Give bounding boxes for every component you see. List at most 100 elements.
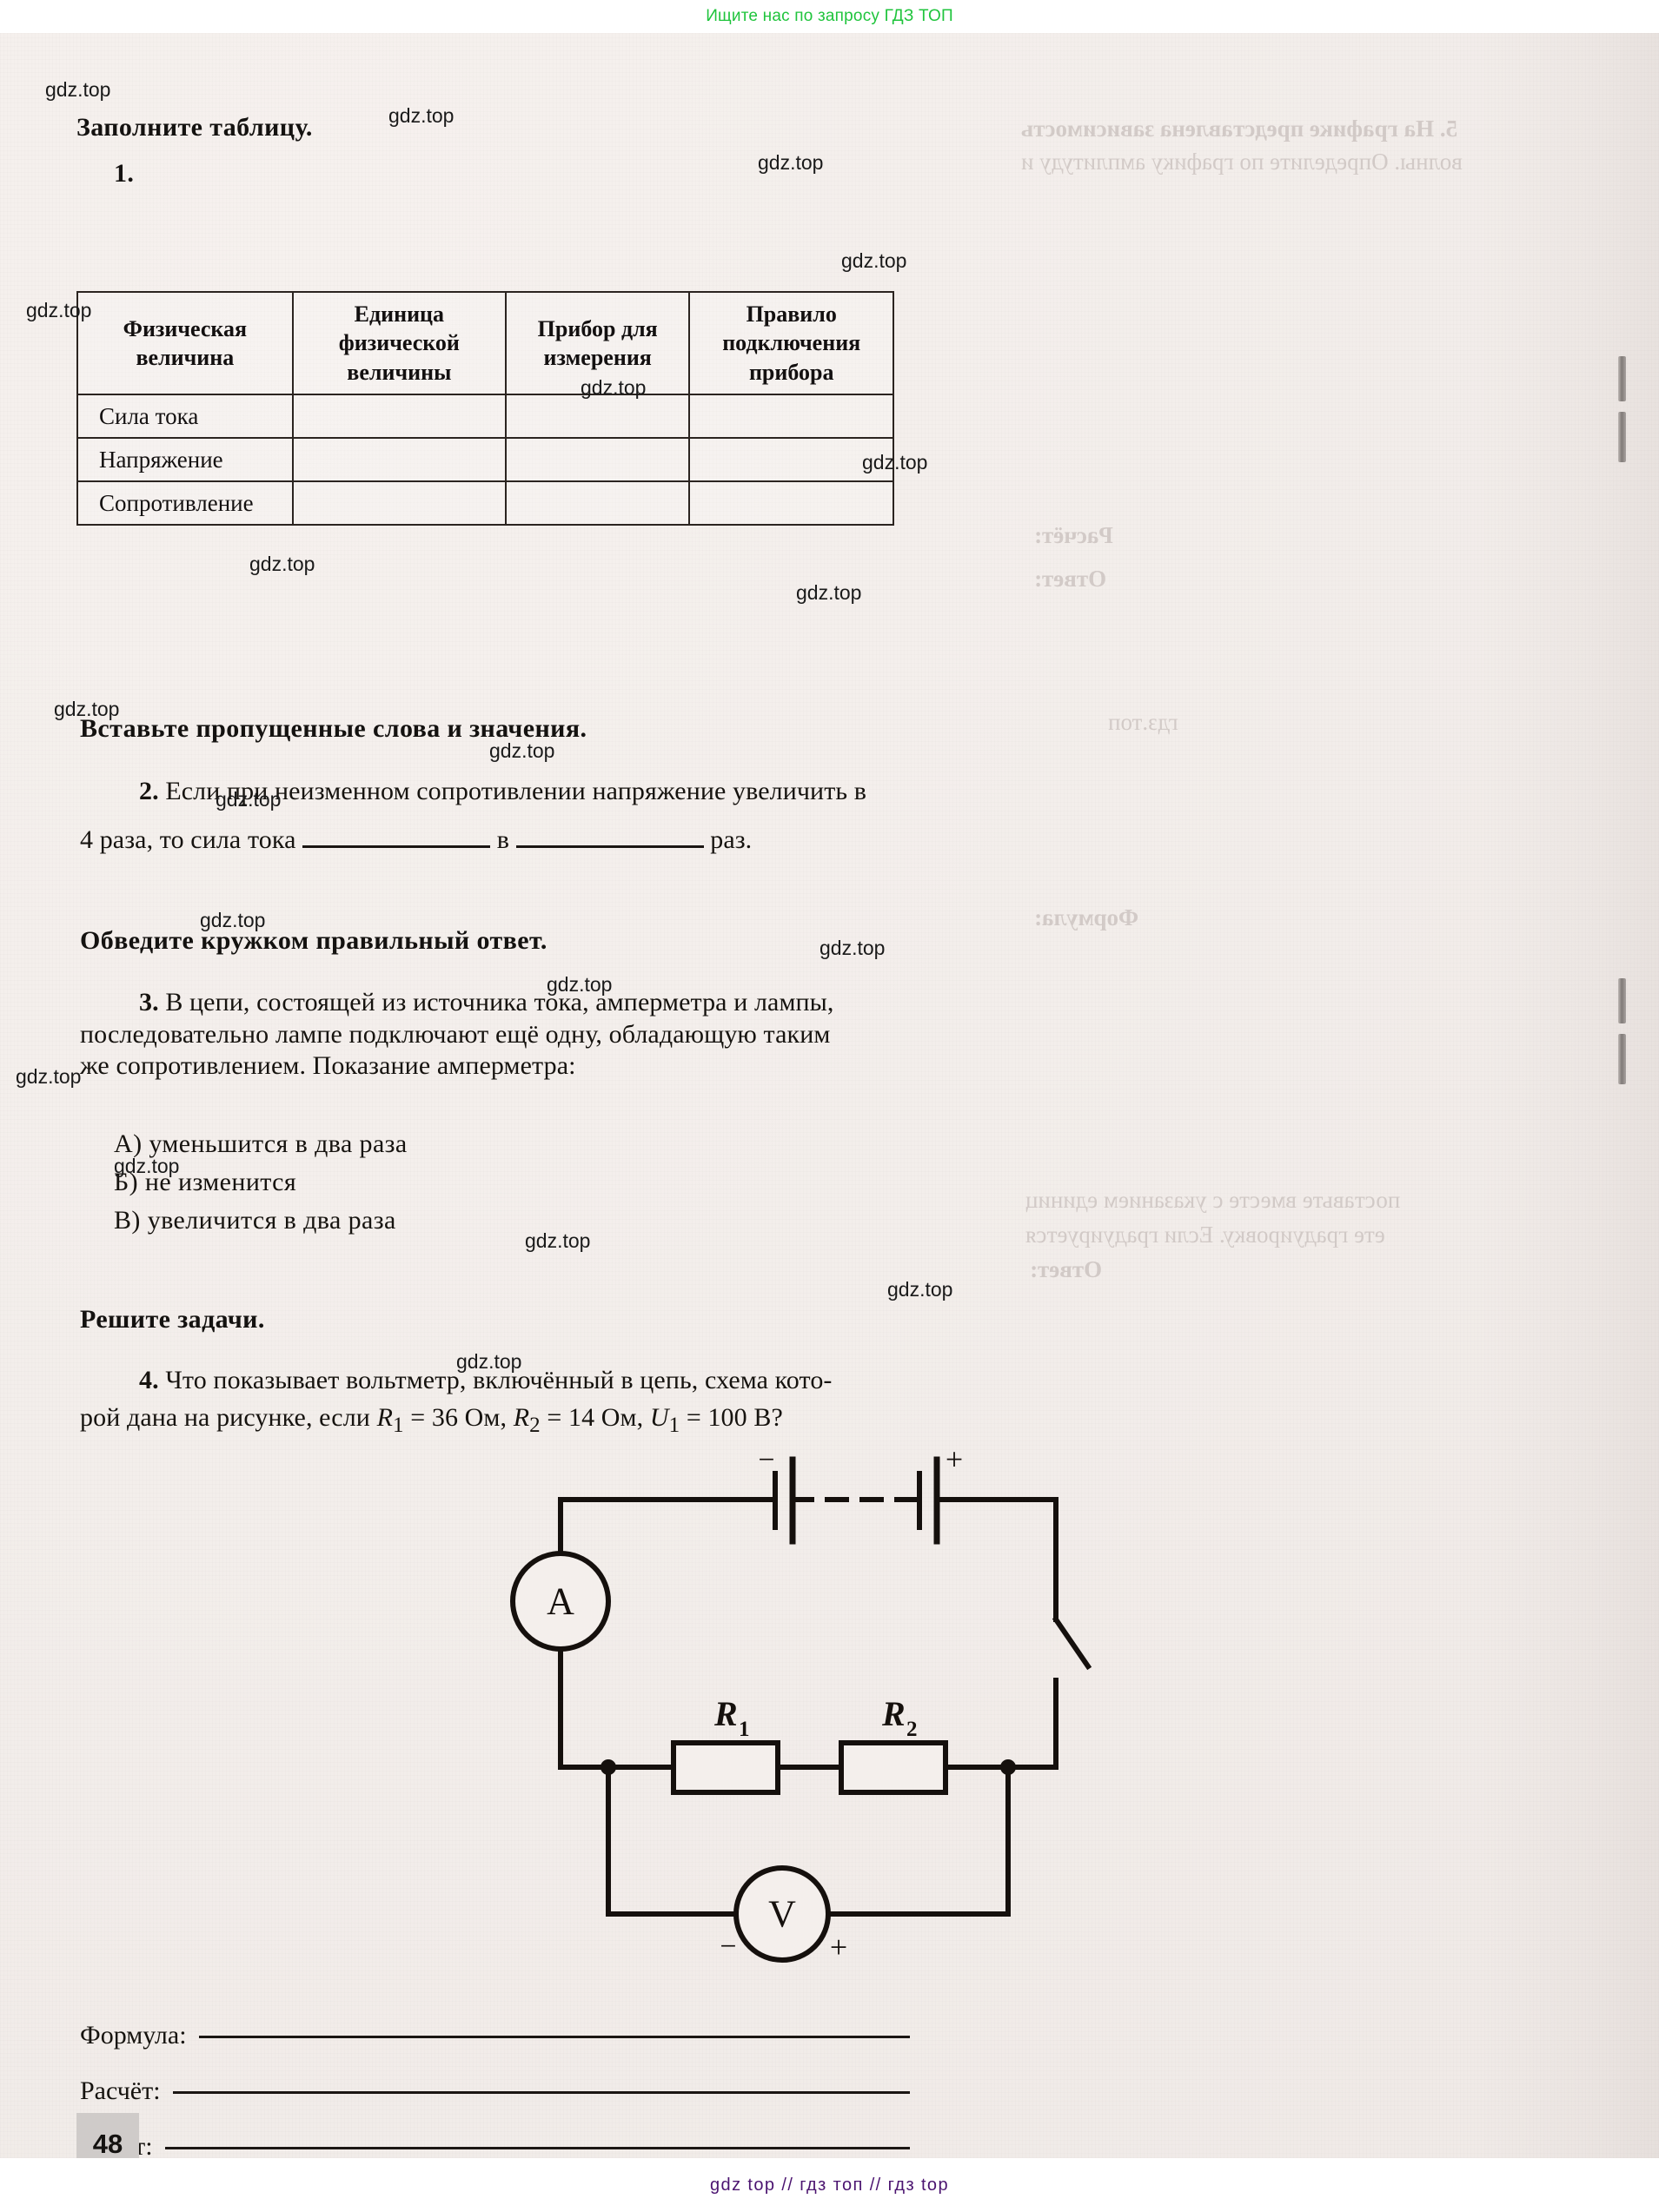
staple-mark-middle bbox=[1618, 412, 1626, 462]
task3-line3: же сопротивлением. Показание амперметра: bbox=[80, 1051, 576, 1081]
battery-plus-sign: + bbox=[946, 1449, 963, 1477]
task2-number: 2. bbox=[139, 777, 159, 805]
svg-text:1: 1 bbox=[739, 1718, 750, 1741]
staple-mark-top bbox=[1618, 356, 1626, 401]
task3-option-1[interactable]: Б) не изменится bbox=[114, 1168, 297, 1196]
resistor-r1-body bbox=[671, 1740, 780, 1795]
fill-table-heading: Заполните таблицу. bbox=[76, 113, 313, 142]
top-promo-banner: Ищите нас по запросу ГДЗ ТОП bbox=[0, 0, 1659, 33]
table-cell-empty[interactable] bbox=[504, 480, 691, 526]
table-cell-empty[interactable] bbox=[504, 394, 691, 439]
svg-text:2: 2 bbox=[906, 1718, 918, 1741]
task1-number: 1. bbox=[114, 159, 135, 188]
task4-u1-symbol: U bbox=[649, 1402, 669, 1432]
junction-dot-right bbox=[1000, 1759, 1016, 1775]
resistor-r1-label: R 1 bbox=[713, 1694, 750, 1741]
task4-r1-sub: 1 bbox=[393, 1413, 404, 1437]
task3-option-2[interactable]: В) увеличится в два раза bbox=[114, 1206, 396, 1235]
voltmeter-minus-sign: − bbox=[720, 1931, 736, 1963]
answer-field-row: Ответ: bbox=[80, 2132, 910, 2158]
task4-u1-value: = 100 В? bbox=[686, 1402, 783, 1432]
calculation-input-line[interactable] bbox=[172, 2091, 910, 2094]
task2-line2-c: раз. bbox=[710, 825, 753, 854]
task2-blank-2[interactable] bbox=[515, 822, 704, 848]
physical-quantities-table: Физическая величина Единица физической в… bbox=[76, 291, 894, 526]
table-row: Напряжение bbox=[76, 437, 894, 482]
staple-mark-lower bbox=[1618, 978, 1626, 1023]
task2-line2-a: 4 раза, то сила тока bbox=[80, 825, 296, 854]
table-header-quantity: Физическая величина bbox=[76, 291, 294, 395]
table-cell-empty[interactable] bbox=[688, 437, 894, 482]
table-row-label: Сила тока bbox=[76, 394, 294, 439]
task4-r1-symbol: R bbox=[376, 1402, 393, 1432]
bleed-through-text: гдз.топ bbox=[1108, 709, 1178, 735]
svg-text:R: R bbox=[713, 1694, 738, 1733]
voltmeter-label: V bbox=[768, 1893, 796, 1936]
table-header-instrument: Прибор для измерения bbox=[504, 291, 691, 395]
answer-input-line[interactable] bbox=[164, 2147, 910, 2149]
solve-tasks-heading: Решите задачи. bbox=[80, 1305, 265, 1334]
bleed-through-text: Ответ: bbox=[1034, 566, 1107, 592]
calculation-label: Расчёт: bbox=[80, 2076, 161, 2105]
table-cell-empty[interactable] bbox=[291, 437, 507, 482]
voltmeter-plus-sign: + bbox=[830, 1930, 847, 1964]
circuit-diagram: A V R 1 R 2 − + − + bbox=[510, 1449, 1092, 1964]
table-cell-empty[interactable] bbox=[291, 480, 507, 526]
task3-option-0[interactable]: А) уменьшится в два раза bbox=[114, 1129, 408, 1158]
page-number: 48 bbox=[76, 2113, 139, 2158]
table-row-label: Сопротивление bbox=[76, 480, 294, 526]
table-header-row: Физическая величина Единица физической в… bbox=[76, 291, 894, 395]
staple-mark-bottom bbox=[1618, 1034, 1626, 1084]
bottom-promo-text: gdz top // гдз топ // гдз top bbox=[710, 2175, 949, 2195]
formula-input-line[interactable] bbox=[198, 2036, 910, 2038]
task4-r2-symbol: R bbox=[513, 1402, 530, 1432]
table-row: Сила тока bbox=[76, 394, 894, 439]
table-cell-empty[interactable] bbox=[291, 394, 507, 439]
task2-block: 2. Если при неизменном сопротивлении нап… bbox=[80, 776, 919, 856]
task4-r1-value: = 36 Ом, bbox=[410, 1402, 508, 1432]
resistor-r2-body bbox=[839, 1740, 948, 1795]
formula-field-row: Формула: bbox=[80, 2021, 910, 2050]
battery-minus-sign: − bbox=[758, 1449, 774, 1476]
resistor-r2-label: R 2 bbox=[881, 1694, 918, 1741]
table-row-label: Напряжение bbox=[76, 437, 294, 482]
bleed-through-text: Расчёт: bbox=[1034, 522, 1113, 548]
task3-number: 3. bbox=[139, 988, 159, 1017]
bleed-through-text: Формула: bbox=[1034, 904, 1139, 930]
task3-block: 3. В цепи, состоящей из источника тока, … bbox=[80, 987, 919, 1083]
junction-dot-left bbox=[601, 1759, 616, 1775]
circle-answer-heading: Обведите кружком правильный ответ. bbox=[80, 926, 547, 955]
task4-block: 4. Что показывает вольтметр, включённый … bbox=[80, 1365, 919, 1439]
task4-line1: Что показывает вольтметр, включённый в ц… bbox=[165, 1366, 833, 1394]
calculation-field-row: Расчёт: bbox=[80, 2076, 910, 2106]
bleed-through-text: Ответ: bbox=[1030, 1256, 1103, 1282]
task3-line2: последовательно лампе подключают ещё одн… bbox=[80, 1019, 831, 1049]
table-cell-empty[interactable] bbox=[688, 480, 894, 526]
task2-blank-1[interactable] bbox=[302, 822, 491, 848]
table-cell-empty[interactable] bbox=[504, 437, 691, 482]
task4-r2-sub: 2 bbox=[529, 1413, 541, 1437]
task4-line2-prefix: рой дана на рисунке, если bbox=[80, 1402, 370, 1432]
ammeter-label: A bbox=[547, 1580, 574, 1623]
table-header-unit: Единица физической величины bbox=[291, 291, 507, 395]
svg-text:R: R bbox=[881, 1694, 906, 1733]
switch-blade bbox=[1052, 1615, 1092, 1671]
table-header-rule: Правило подключения прибора bbox=[688, 291, 894, 395]
printed-content-column: Заполните таблицу. 1. Физическая величин… bbox=[0, 33, 1092, 2158]
task2-line2-b: в bbox=[496, 825, 509, 854]
task3-line1: В цепи, состоящей из источника тока, амп… bbox=[165, 988, 834, 1017]
table-cell-empty[interactable] bbox=[688, 394, 894, 439]
task4-number: 4. bbox=[139, 1366, 159, 1394]
voltmeter-circle bbox=[733, 1865, 831, 1963]
bleed-through-text: поставьте вместе с указанием единиц bbox=[1025, 1187, 1401, 1213]
task2-line1: Если при неизменном сопротивлении напряж… bbox=[165, 777, 867, 805]
task4-r2-value: = 14 Ом, bbox=[547, 1402, 644, 1432]
formula-label: Формула: bbox=[80, 2021, 187, 2050]
task4-u1-sub: 1 bbox=[668, 1413, 680, 1437]
bleed-through-text: волны. Определите по графику амплитуду и bbox=[1021, 149, 1463, 175]
bottom-promo-banner: gdz top // гдз топ // гдз top bbox=[0, 2158, 1659, 2212]
bleed-through-text: ете градуировку. Если градуируется bbox=[1025, 1222, 1385, 1248]
